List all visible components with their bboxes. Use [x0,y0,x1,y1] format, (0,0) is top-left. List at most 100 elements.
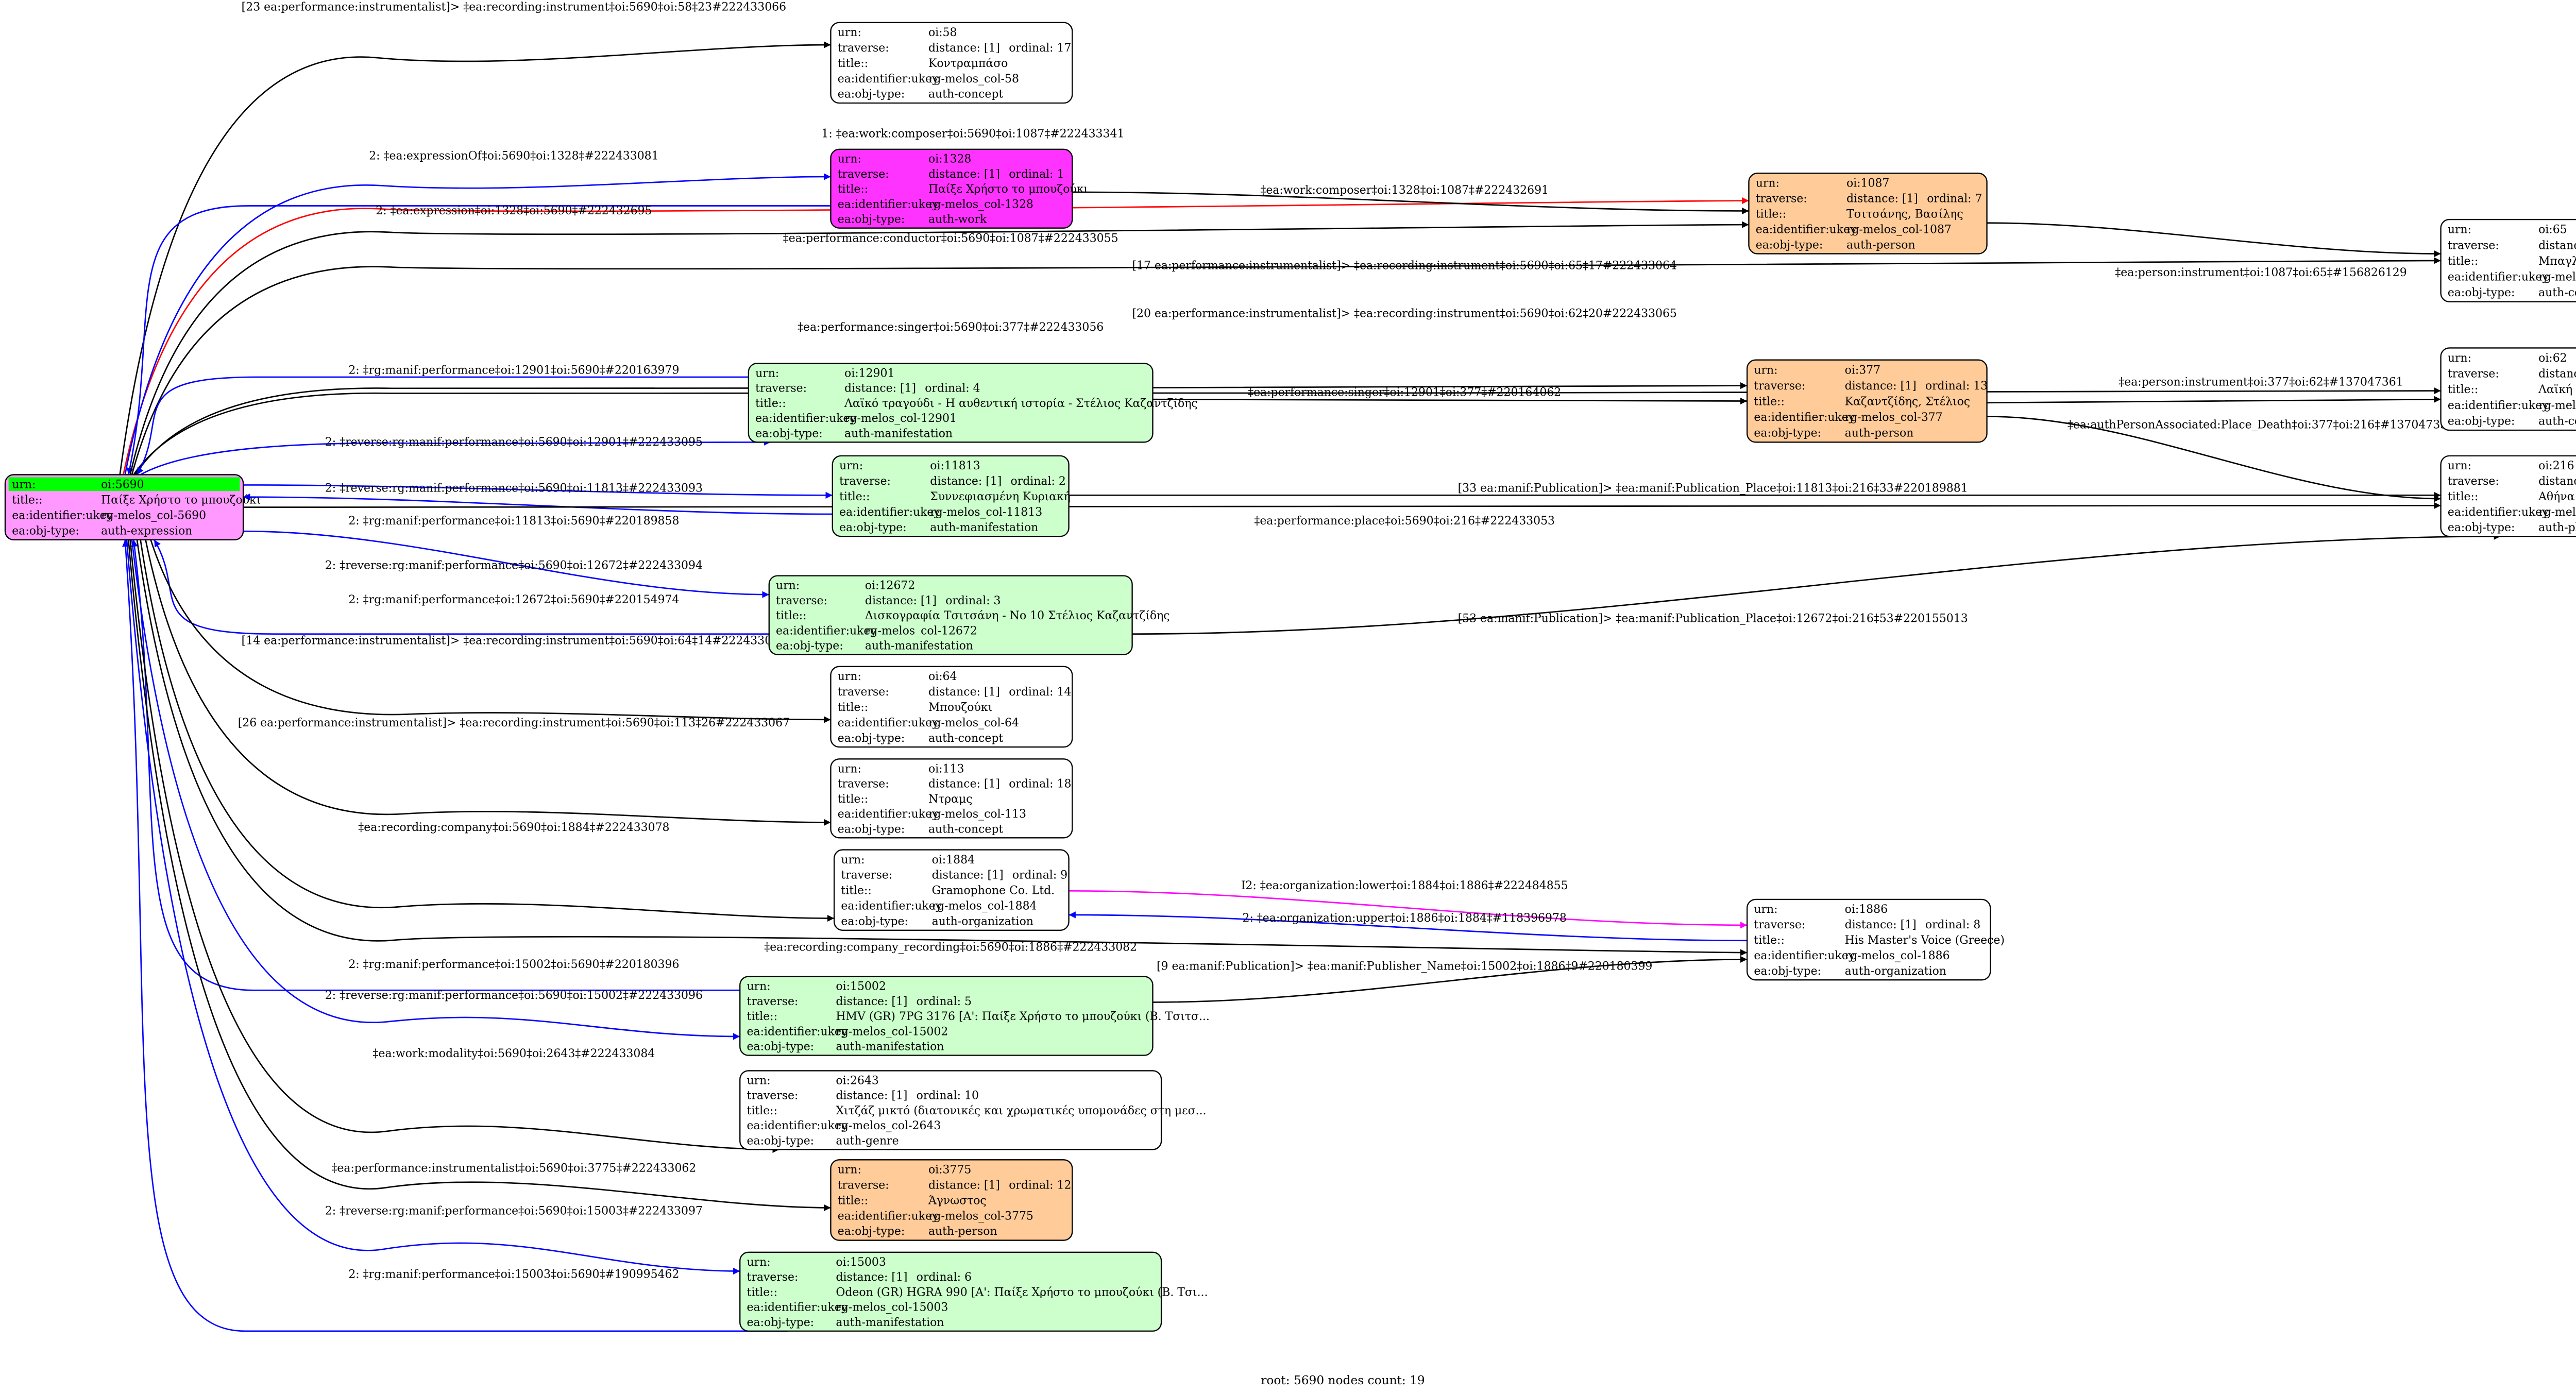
edge-label: 2: ‡rg:manif:performance‡oi:15003‡oi:569… [348,1268,679,1281]
row-value-ordinal: ordinal: 4 [925,382,980,395]
row-value-traverse: distance: [1] [2538,475,2576,488]
row-label-urn: urn: [1754,903,1777,916]
row-label-traverse: traverse: [838,168,889,181]
row-label-urn: urn: [839,460,863,472]
row-value-ukey: rg-melos_col-58 [928,73,1019,86]
row-label-title: title:: [2448,490,2478,503]
row-value-objtype: auth-manifestation [836,1316,944,1329]
row-value-urn: oi:58 [928,26,957,39]
row-value-title: Παίξε Χρήστο το μπουζούκι [928,183,1088,196]
row-label-urn: urn: [838,153,861,166]
edge-labels-layer: [23 ea:performance:instrumentalist]> ‡ea… [238,1,2454,1281]
row-value-ukey: rg-melos_col-1087 [1846,223,1952,236]
row-label-ukey: ea:identifier:ukey [2448,399,2549,412]
row-value-ukey: rg-melos_col-113 [928,808,1026,821]
row-label-objtype: ea:obj-type: [838,1225,905,1238]
row-label-traverse: traverse: [747,995,799,1008]
row-value-ordinal: ordinal: 6 [917,1271,972,1284]
row-value-ukey: rg-melos_col-15002 [836,1025,948,1038]
row-label-title: title:: [838,57,868,70]
row-value-title: Κοντραμπάσο [928,57,1008,70]
edge-5690-to-1087 [129,221,1749,475]
edge-5690-to-113 [145,539,831,826]
row-value-traverse: distance: [1] [928,778,1000,791]
row-label-traverse: traverse: [2448,239,2499,252]
row-value-urn: oi:216 [2538,460,2574,472]
edge-12901-to-5690 [136,376,749,475]
row-value-urn: oi:12901 [844,367,894,380]
row-label-ukey: ea:identifier:ukey [838,73,939,86]
node-box [739,1251,1162,1332]
row-value-title: Ντραμς [928,793,973,806]
row-value-title: Odeon (GR) HGRA 990 [A': Παίξε Χρήστο το… [836,1286,1208,1299]
row-label-urn: urn: [776,580,800,592]
row-value-objtype: auth-concept [2538,415,2576,428]
edge-label: [20 ea:performance:instrumentalist]> ‡ea… [1132,308,1676,320]
row-value-traverse: distance: [1] [928,1179,1000,1192]
row-value-ordinal: ordinal: 18 [1009,778,1071,791]
row-value-traverse: distance: [1] [844,382,916,395]
row-value-urn: oi:2643 [836,1074,878,1087]
row-value-urn: oi:1087 [1846,177,1889,190]
edge-label: 2: ‡ea:expression‡oi:1328‡oi:5690‡#22243… [376,205,652,217]
row-value-ordinal: ordinal: 12 [1009,1179,1071,1192]
row-label-traverse: traverse: [747,1271,799,1284]
row-label-ukey: ea:identifier:ukey [755,412,856,425]
row-value-ukey: rg-melos_col-216 [2538,506,2576,519]
row-label-title: title:: [841,885,871,897]
node-box [748,363,1154,443]
row-value-ordinal: ordinal: 2 [1011,475,1066,488]
node-box [1746,898,1991,981]
node-box [2440,347,2576,431]
edge-377-to-62 [1987,396,2441,404]
root-urn-highlight [8,477,240,491]
row-value-ukey: rg-melos_col-1328 [928,198,1033,211]
row-label-urn: urn: [747,980,771,993]
node-box [830,1159,1073,1241]
row-label-title: title:: [1754,395,1784,408]
row-label-ukey: ea:identifier:ukey [2448,270,2549,283]
row-value-urn: oi:12672 [865,580,915,592]
row-label-objtype: ea:obj-type: [1754,965,1821,978]
edge-label: ‡ea:recording:company‡oi:5690‡oi:1884‡#2… [358,821,669,834]
node-box [768,575,1133,655]
row-label-objtype: ea:obj-type: [2448,415,2515,428]
row-value-traverse: distance: [1] [1846,193,1918,206]
row-value-traverse: distance: [1] [836,995,907,1008]
node-box [830,22,1073,104]
row-value-objtype: auth-concept [928,823,1003,836]
row-label-urn: urn: [1756,177,1780,190]
row-value-title: Λαϊκό τραγούδι - Η αυθεντική ιστορία - Σ… [844,397,1198,410]
row-label-objtype: ea:obj-type: [2448,521,2515,534]
row-label-traverse: traverse: [838,42,889,55]
edges-layer [119,41,2501,1332]
row-value-urn: oi:62 [2538,352,2567,365]
edge-5690-to-12672 [243,530,769,598]
row-value-objtype: auth-concept [928,732,1003,745]
row-value-objtype: auth-manifestation [865,640,973,653]
row-label-title: title:: [2448,255,2478,268]
row-value-title: HMV (GR) 7PG 3176 [A': Παίξε Χρήστο το μ… [836,1010,1209,1023]
row-value-ordinal: ordinal: 7 [1927,193,1982,206]
row-label-title: title:: [755,397,786,410]
